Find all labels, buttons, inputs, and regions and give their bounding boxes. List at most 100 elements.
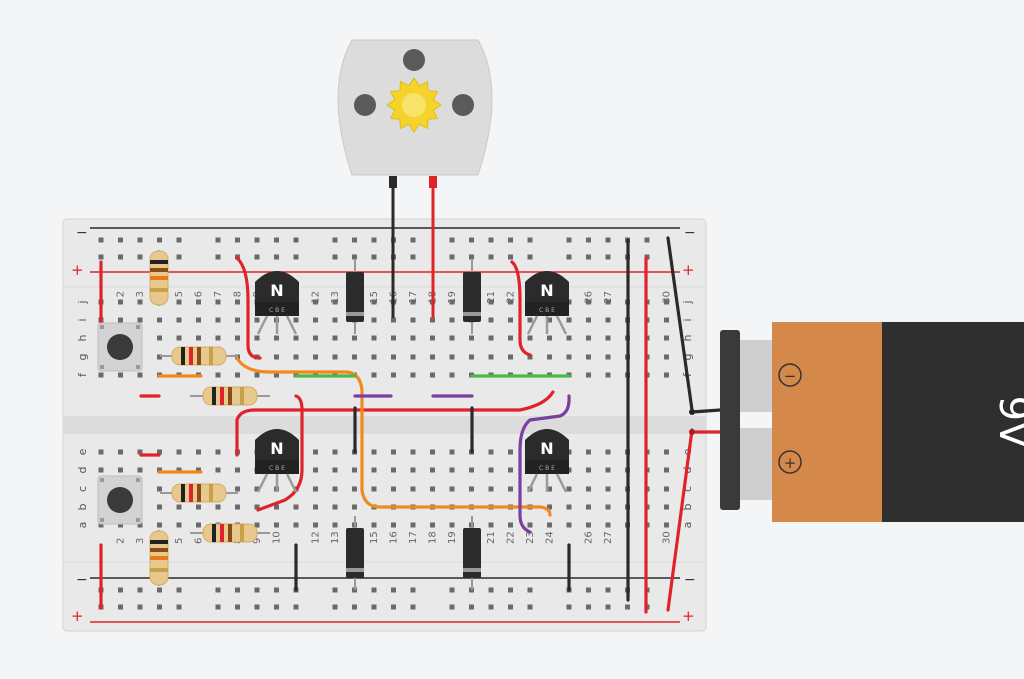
hole[interactable] — [118, 449, 123, 455]
hole[interactable] — [449, 317, 455, 323]
rail-hole[interactable] — [274, 237, 279, 243]
hole[interactable] — [488, 299, 494, 305]
hole[interactable] — [293, 354, 299, 360]
rail-hole[interactable] — [508, 237, 513, 243]
hole[interactable] — [566, 317, 572, 323]
rail-hole[interactable] — [254, 587, 260, 593]
rail-hole[interactable] — [137, 254, 143, 260]
hole[interactable] — [137, 317, 143, 323]
rail-hole[interactable] — [118, 604, 123, 610]
hole[interactable] — [566, 504, 572, 510]
rail-hole[interactable] — [157, 237, 162, 243]
rail-hole[interactable] — [352, 237, 357, 243]
hole[interactable] — [586, 299, 591, 305]
diode[interactable] — [463, 260, 481, 334]
rail-hole[interactable] — [527, 604, 533, 610]
rail-hole[interactable] — [274, 587, 279, 593]
hole[interactable] — [176, 504, 182, 510]
hole[interactable] — [488, 449, 494, 455]
hole[interactable] — [371, 449, 377, 455]
hole[interactable] — [430, 486, 435, 492]
wire-red[interactable] — [510, 260, 532, 357]
hole[interactable] — [235, 467, 240, 473]
rail-hole[interactable] — [449, 587, 455, 593]
rail-hole[interactable] — [137, 604, 143, 610]
resistor[interactable] — [149, 250, 169, 306]
hole[interactable] — [508, 354, 513, 360]
hole[interactable] — [430, 449, 435, 455]
rail-hole[interactable] — [176, 254, 182, 260]
hole[interactable] — [215, 449, 221, 455]
hole[interactable] — [508, 335, 513, 341]
hole[interactable] — [254, 504, 260, 510]
hole[interactable] — [313, 299, 318, 305]
rail-hole[interactable] — [469, 604, 474, 610]
rail-hole[interactable] — [586, 254, 591, 260]
hole[interactable] — [547, 504, 552, 510]
hole[interactable] — [605, 486, 611, 492]
resistor[interactable] — [160, 483, 238, 503]
rail-hole[interactable] — [605, 254, 611, 260]
hole[interactable] — [371, 372, 377, 378]
hole[interactable] — [371, 335, 377, 341]
hole[interactable] — [215, 504, 221, 510]
hole[interactable] — [235, 504, 240, 510]
hole[interactable] — [605, 317, 611, 323]
hole[interactable] — [430, 317, 435, 323]
hole[interactable] — [449, 354, 455, 360]
hole[interactable] — [566, 335, 572, 341]
rail-hole[interactable] — [410, 237, 416, 243]
hole[interactable] — [371, 486, 377, 492]
hole[interactable] — [664, 317, 669, 323]
hole[interactable] — [527, 354, 533, 360]
hole[interactable] — [293, 335, 299, 341]
hole[interactable] — [215, 299, 221, 305]
hole[interactable] — [586, 522, 591, 528]
hole[interactable] — [586, 504, 591, 510]
hole[interactable] — [137, 522, 143, 528]
hole[interactable] — [157, 504, 162, 510]
rail-hole[interactable] — [371, 604, 377, 610]
hole[interactable] — [176, 449, 182, 455]
rail-hole[interactable] — [410, 604, 416, 610]
hole[interactable] — [508, 449, 513, 455]
rail-hole[interactable] — [566, 254, 572, 260]
hole[interactable] — [586, 486, 591, 492]
hole[interactable] — [215, 372, 221, 378]
npn-transistor[interactable]: NC B E — [525, 271, 569, 335]
hole[interactable] — [391, 354, 396, 360]
hole[interactable] — [313, 335, 318, 341]
hole[interactable] — [98, 372, 104, 378]
hole[interactable] — [430, 467, 435, 473]
npn-transistor[interactable]: NC B E — [525, 429, 569, 493]
diode[interactable] — [463, 516, 481, 590]
hole[interactable] — [430, 335, 435, 341]
hole[interactable] — [313, 354, 318, 360]
hole[interactable] — [430, 354, 435, 360]
hole[interactable] — [449, 467, 455, 473]
hole[interactable] — [586, 317, 591, 323]
hole[interactable] — [274, 372, 279, 378]
hole[interactable] — [449, 372, 455, 378]
hole[interactable] — [293, 317, 299, 323]
hole[interactable] — [313, 504, 318, 510]
rail-hole[interactable] — [332, 254, 338, 260]
hole[interactable] — [332, 522, 338, 528]
hole[interactable] — [586, 372, 591, 378]
hole[interactable] — [274, 504, 279, 510]
hole[interactable] — [410, 317, 416, 323]
hole[interactable] — [391, 467, 396, 473]
hole[interactable] — [137, 299, 143, 305]
rail-hole[interactable] — [586, 604, 591, 610]
rail-hole[interactable] — [98, 237, 104, 243]
rail-hole[interactable] — [118, 254, 123, 260]
diode[interactable] — [346, 260, 364, 334]
hole[interactable] — [410, 354, 416, 360]
hole[interactable] — [254, 335, 260, 341]
rail-hole[interactable] — [215, 587, 221, 593]
hole[interactable] — [137, 467, 143, 473]
hole[interactable] — [371, 522, 377, 528]
dc-motor[interactable] — [337, 39, 493, 318]
hole[interactable] — [449, 486, 455, 492]
rail-hole[interactable] — [254, 237, 260, 243]
